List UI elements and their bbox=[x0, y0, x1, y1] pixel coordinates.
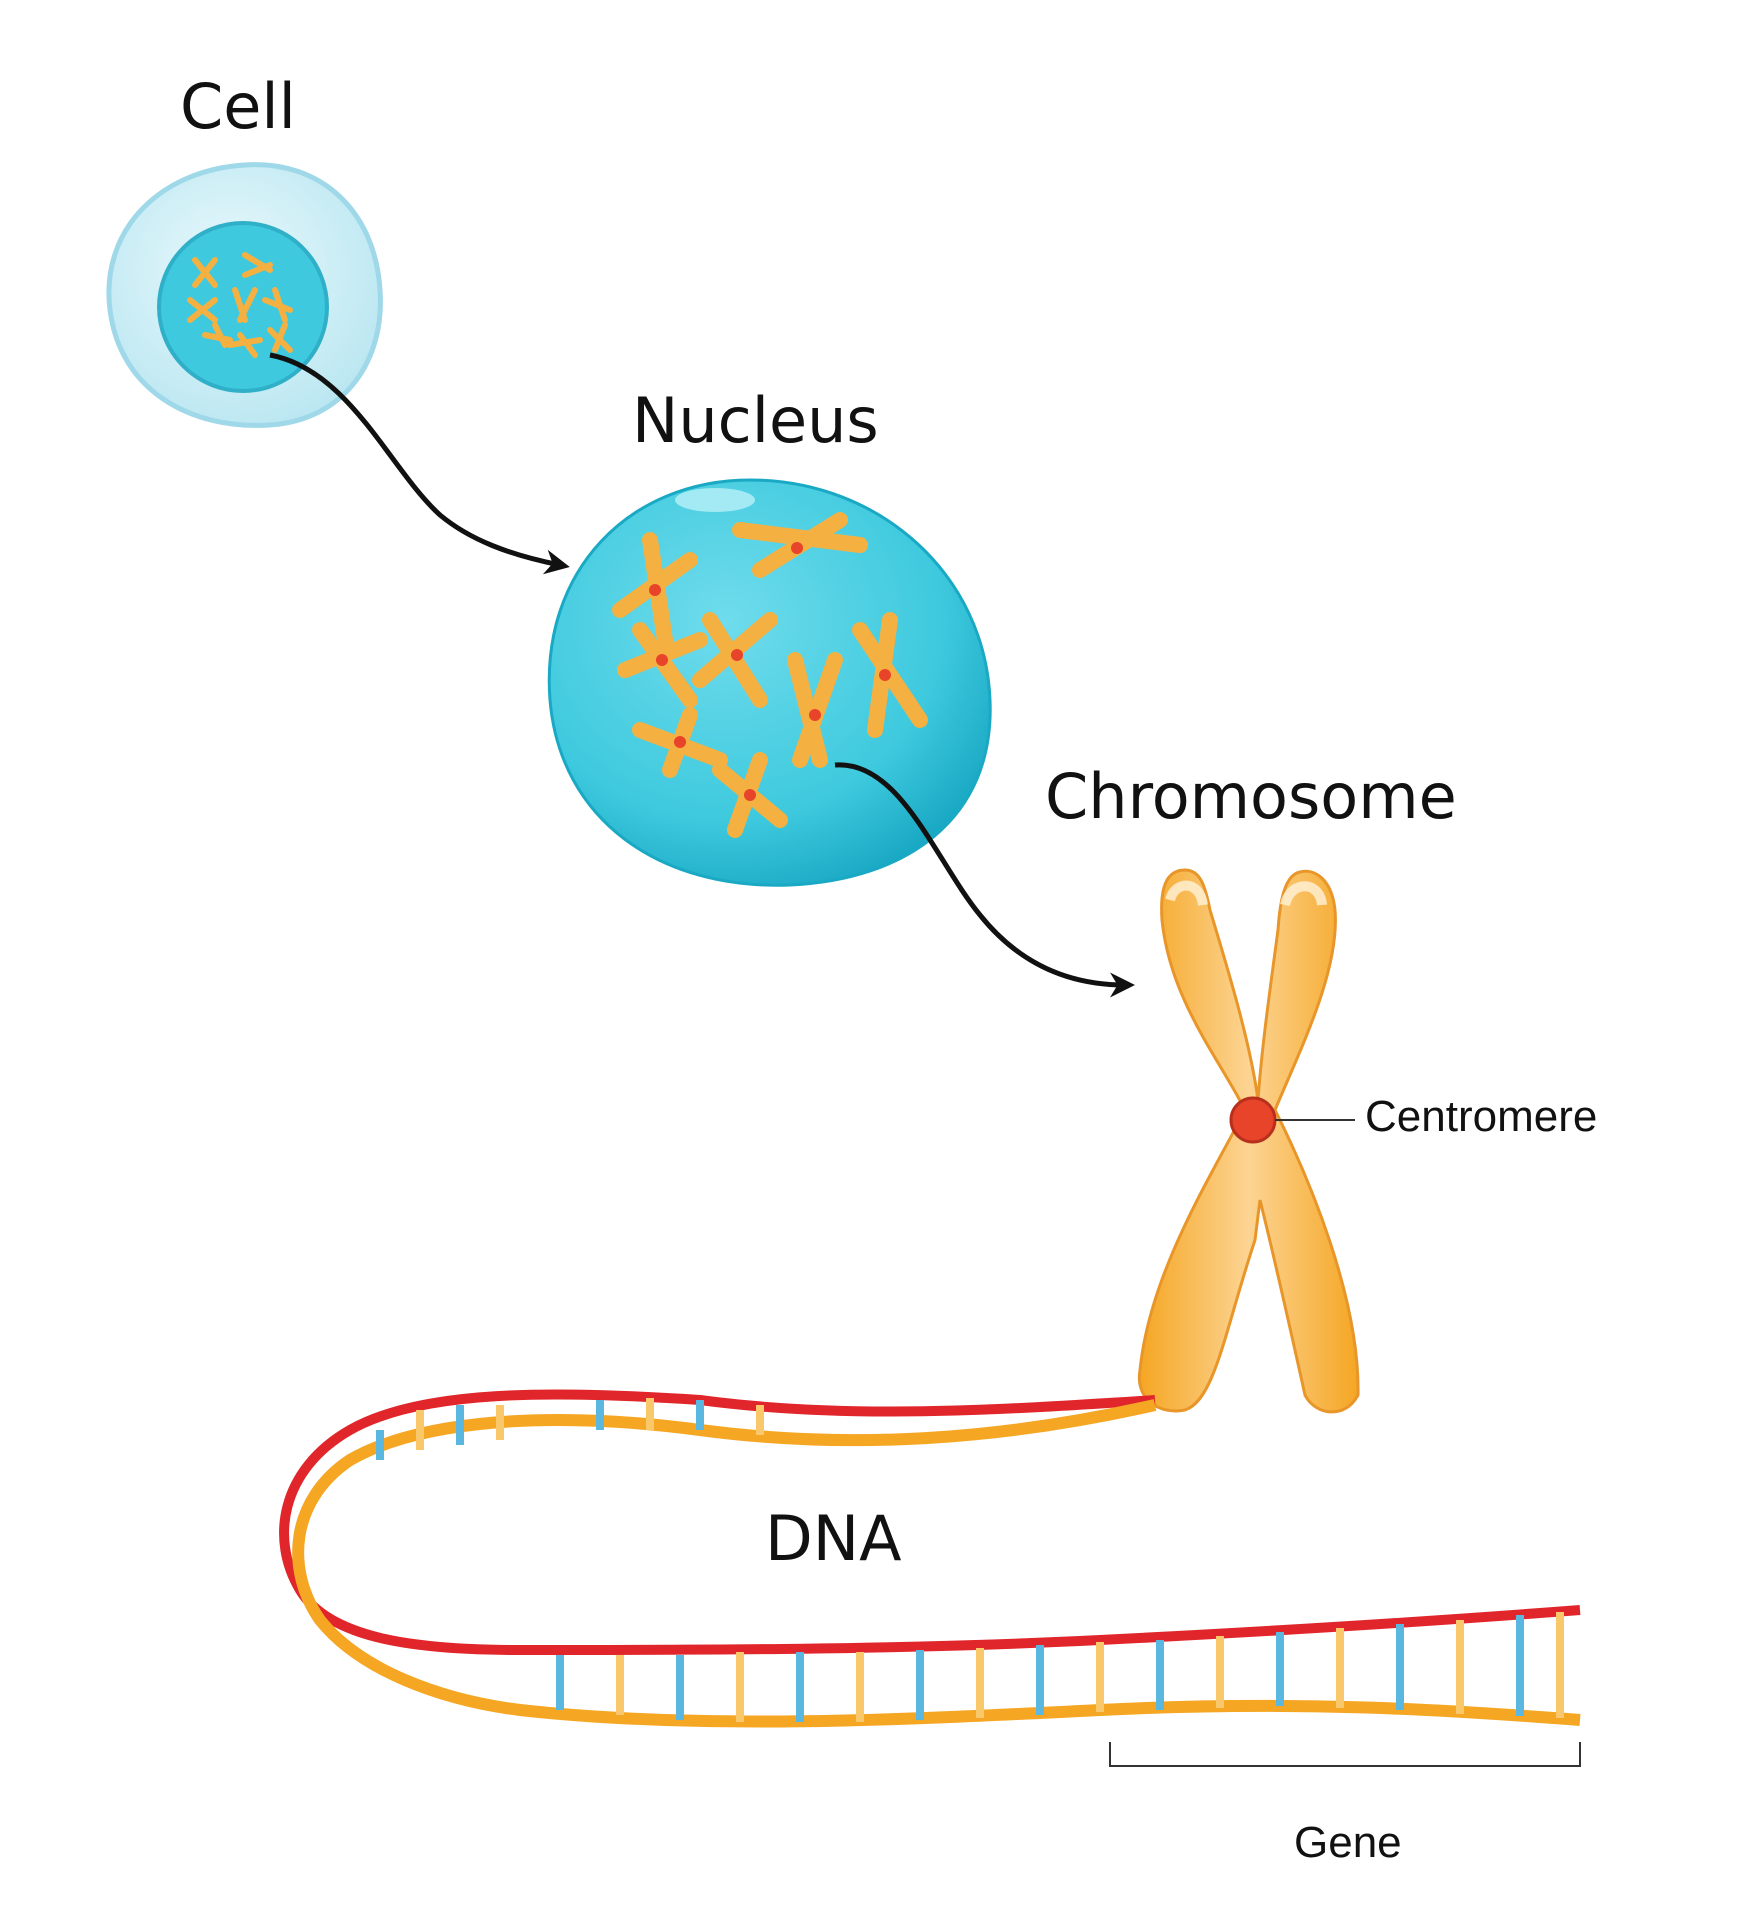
arrow-nucleus-to-chromosome bbox=[834, 762, 1135, 998]
nucleus-centromeres bbox=[649, 542, 891, 801]
nucleus-highlight bbox=[675, 488, 755, 512]
dna-illustration bbox=[279, 1389, 1581, 1728]
gene-label: Gene bbox=[1294, 1818, 1402, 1867]
nucleus-illustration bbox=[547, 478, 992, 887]
cell-chromosomes bbox=[187, 252, 293, 358]
cell-illustration bbox=[106, 162, 383, 428]
cell-label: Cell bbox=[180, 70, 296, 143]
nucleus-label: Nucleus bbox=[632, 384, 879, 457]
centromere-dot bbox=[1229, 1096, 1277, 1144]
gene-bracket bbox=[1109, 1742, 1581, 1767]
chromosome-label: Chromosome bbox=[1045, 760, 1457, 833]
dna-base-pairs bbox=[376, 1398, 1564, 1722]
dna-strand-orange bbox=[292, 1399, 1581, 1728]
dna-label: DNA bbox=[765, 1502, 902, 1575]
centromere-label: Centromere bbox=[1365, 1092, 1597, 1141]
chromosome-illustration bbox=[1137, 868, 1360, 1414]
arrow-cell-to-nucleus bbox=[269, 352, 570, 575]
